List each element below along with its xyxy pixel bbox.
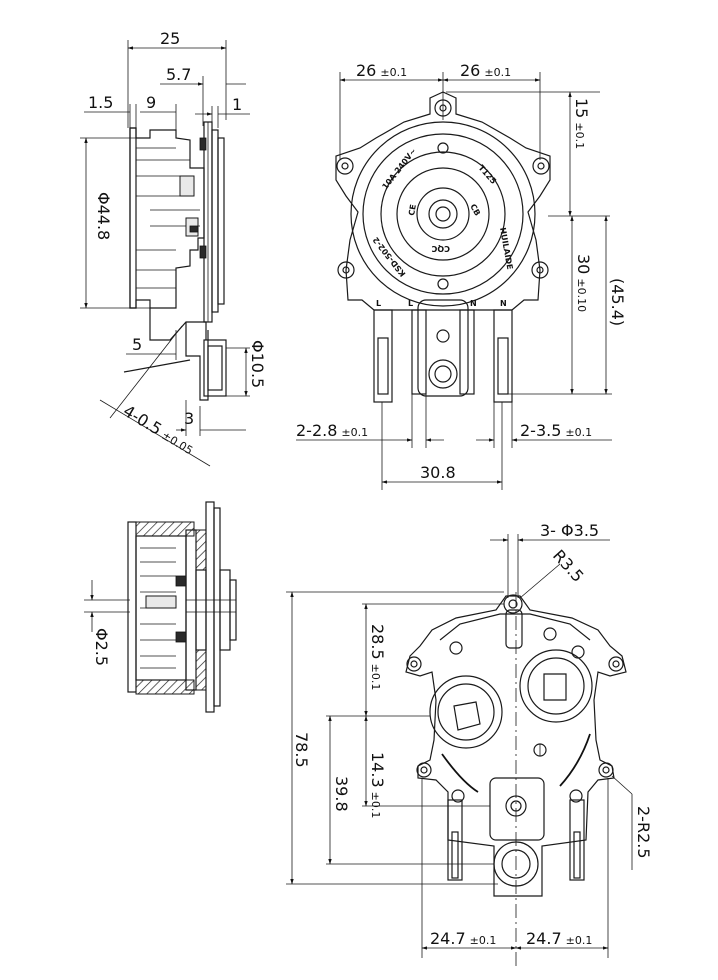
terminal-label-N2: N — [470, 299, 477, 308]
terminal-label-N: N — [500, 299, 507, 308]
front-view: 26±0.1 26±0.1 15±0.1 30±0.10 (45.4) — [296, 61, 627, 490]
terminal-label-L2: L — [408, 299, 413, 308]
dim-radius-3-5: R3.5 — [549, 546, 588, 586]
dim-25: 25 — [160, 29, 180, 48]
dim-radius-2-5: 2-R2.5 — [634, 806, 653, 859]
dim-1-5: 1.5 — [88, 93, 113, 112]
dim-pin-3-5: 2-3.5±0.1 — [520, 421, 592, 440]
dim-9: 9 — [146, 93, 156, 112]
dim-holes-3-diameter-3-5: 3- Φ3.5 — [540, 521, 599, 540]
ring-cqc: CQC — [431, 244, 450, 253]
dim-3: 3 — [184, 409, 194, 428]
ring-brand: HUILAIDE — [498, 227, 514, 270]
dim-5: 5 — [132, 335, 142, 354]
ring-model: KSD-502-2 — [371, 235, 407, 278]
dim-pin-2-8: 2-2.8±0.1 — [296, 421, 368, 440]
ring-cb: CB — [468, 203, 482, 218]
dim-30-8: 30.8 — [420, 463, 456, 482]
section-view: Φ2.5 — [84, 501, 237, 713]
dim-1: 1 — [232, 95, 242, 114]
dim-45-4: (45.4) — [608, 278, 627, 326]
dim-14-3: 14.3±0.1 — [368, 752, 387, 818]
side-view: 25 5.7 1.5 9 1 Φ44.8 — [80, 29, 267, 467]
dim-diameter-44-8: Φ44.8 — [94, 192, 113, 240]
dim-5-7: 5.7 — [166, 65, 191, 84]
dim-78-5: 78.5 — [292, 732, 311, 768]
dim-24-7-right: 24.7±0.1 — [526, 929, 592, 948]
ring-temp: T125 — [477, 163, 499, 186]
dim-diameter-10-5: Φ10.5 — [248, 340, 267, 388]
dim-24-7-left: 24.7±0.1 — [430, 929, 496, 948]
dim-28-5: 28.5±0.1 — [368, 624, 387, 690]
dim-15: 15±0.1 — [572, 98, 591, 149]
dim-39-8: 39.8 — [332, 776, 351, 812]
ring-ce: CE — [407, 204, 418, 217]
dim-26-right: 26±0.1 — [460, 61, 511, 80]
dim-diameter-2-5: Φ2.5 — [92, 628, 111, 666]
terminal-label-L: L — [376, 299, 381, 308]
dim-26-left: 26±0.1 — [356, 61, 407, 80]
ring-rating: 10A 240V~ — [380, 147, 418, 192]
base-view: 3- Φ3.5 R3.5 — [286, 521, 653, 970]
dim-30: 30±0.10 — [574, 254, 593, 312]
